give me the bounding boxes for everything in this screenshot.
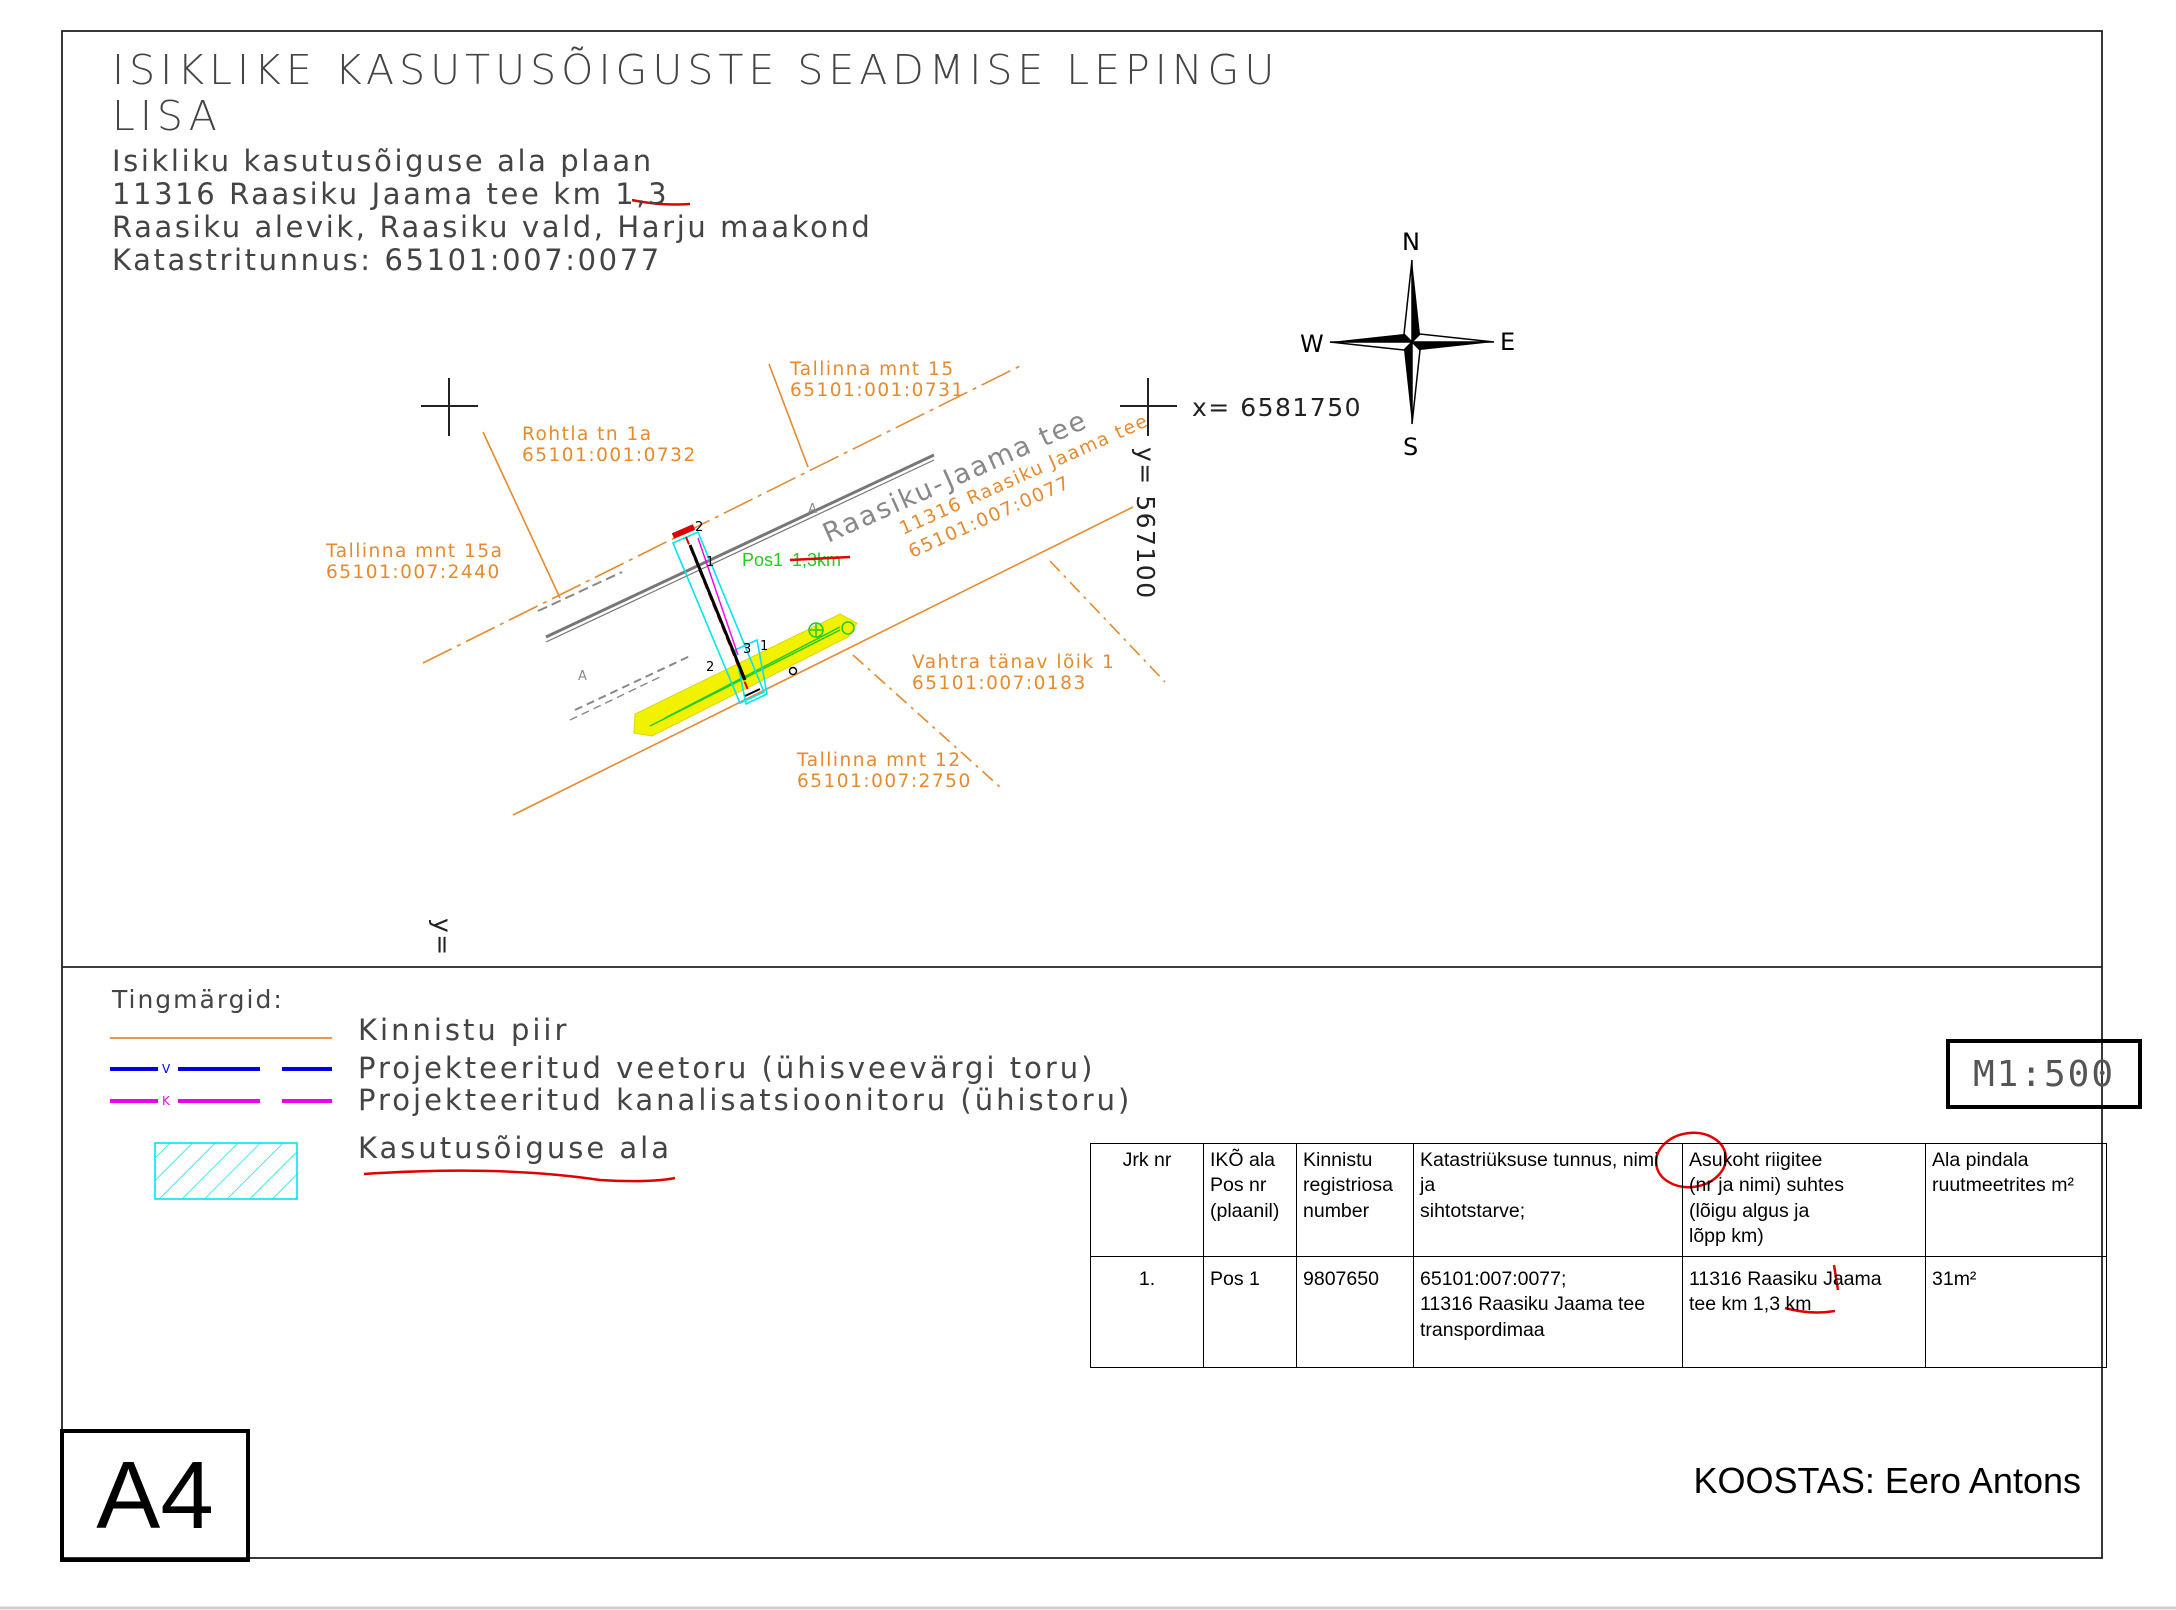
scale-box: M1:500 (1946, 1039, 2142, 1109)
point-label-1-bottom: 1 (760, 639, 768, 654)
svg-text:65101:007:2440: 65101:007:2440 (326, 562, 501, 583)
parcel-table: Jrk nr IKÕ ala Pos nr (plaanil) Kinnistu… (1090, 1143, 2107, 1368)
compass-rose-icon (1329, 259, 1495, 425)
parcel-label-rohtla: Rohtla tn 1a 65101:001:0732 (522, 424, 697, 466)
document-title-line2: LISA (112, 92, 222, 140)
legend-v-marker: V (162, 1062, 171, 1076)
survey-crosshair-right (1120, 378, 1177, 436)
table-header-cell: Jrk nr (1090, 1143, 1204, 1257)
legend-sewer-pipe-label: Projekteeritud kanalisatsioonitoru (ühis… (358, 1083, 1133, 1117)
table-header-cell: Kinnistu registriosa number (1296, 1143, 1414, 1257)
svg-text:Rohtla tn 1a: Rohtla tn 1a (522, 424, 653, 445)
property-boundaries (422, 363, 1166, 816)
document-subtitle: Isikliku kasutusõiguse ala plaan (112, 144, 654, 178)
legend-k-marker: K (162, 1094, 171, 1108)
svg-text:65101:007:2750: 65101:007:2750 (797, 771, 972, 792)
table-cell-area: 31m² (1925, 1256, 2107, 1368)
table-cell-registry: 9807650 (1296, 1256, 1414, 1368)
table-header-cell: Asukoht riigitee (nr ja nimi) suhtes (lõ… (1682, 1143, 1926, 1257)
compass-north-label: N (1402, 228, 1420, 256)
table-cell-location: 11316 Raasiku Jaama tee km 1,3 km (1682, 1256, 1926, 1368)
y-coordinate-label-bottom: y= (428, 918, 457, 957)
connection-lines (649, 621, 855, 727)
table-cell-cadastral: 65101:007:0077; 11316 Raasiku Jaama tee … (1413, 1256, 1683, 1368)
legend-usage-area-swatch (154, 1142, 298, 1200)
sheet-size-box: A4 (60, 1429, 250, 1562)
table-cell-pos: Pos 1 (1203, 1256, 1297, 1368)
location-text: Raasiku alevik, Raasiku vald, Harju maak… (112, 210, 873, 244)
title-block: ISIKLIKE KASUTUSÕIGUSTE SEADMISE LEPINGU… (112, 50, 1279, 275)
table-row: 1. Pos 1 9807650 65101:007:0077; 11316 R… (1090, 1256, 2107, 1368)
scale-label: M1:500 (1972, 1053, 2116, 1095)
parcel-label-tallinna-12: Tallinna mnt 12 65101:007:2750 (796, 750, 972, 792)
y-coordinate-label: y= 567100 (1131, 447, 1160, 600)
pos-km-label: 1,3km (792, 550, 841, 570)
author-label: KOOSTAS: Eero Antons (1693, 1460, 2081, 1501)
road-marker-a-2: A (808, 502, 817, 517)
sheet-frame (61, 30, 2103, 1559)
table-header-cell: Ala pindala ruutmeetrites m² (1925, 1143, 2107, 1257)
survey-point-marker (788, 666, 798, 676)
svg-text:Vahtra tänav lõik 1: Vahtra tänav lõik 1 (912, 652, 1115, 673)
legend-heading: Tingmärgid: (112, 985, 284, 1014)
strikethrough-annotation (789, 555, 851, 562)
parcel-label-tallinna-15: Tallinna mnt 15 65101:001:0731 (789, 359, 965, 401)
svg-text:Tallinna mnt 15: Tallinna mnt 15 (789, 359, 955, 380)
parcel-label-vahtra: Vahtra tänav lõik 1 65101:007:0183 (912, 652, 1115, 694)
svg-text:65101:007:0183: 65101:007:0183 (912, 673, 1087, 694)
table-header-row: Jrk nr IKÕ ala Pos nr (plaanil) Kinnistu… (1090, 1143, 2107, 1257)
road-marker-a: A (578, 669, 587, 684)
document-title-line1: ISIKLIKE KASUTUSÕIGUSTE SEADMISE LEPINGU (112, 46, 1280, 94)
compass-east-label: E (1500, 328, 1515, 356)
svg-text:Tallinna mnt 15a: Tallinna mnt 15a (325, 541, 503, 562)
svg-text:65101:001:0731: 65101:001:0731 (790, 380, 965, 401)
svg-text:65101:001:0732: 65101:001:0732 (522, 445, 697, 466)
svg-text:Tallinna mnt 12: Tallinna mnt 12 (796, 750, 962, 771)
sheet-size-label: A4 (96, 1441, 214, 1549)
legend-usage-area-label: Kasutusõiguse ala (358, 1131, 672, 1165)
legend-water-pipe-label: Projekteeritud veetoru (ühisveevärgi tor… (358, 1051, 1096, 1085)
survey-crosshair-left (421, 378, 478, 436)
point-label-2-top: 2 (695, 520, 703, 535)
point-label-1-top: 1 (706, 555, 714, 570)
x-coordinate-label: x= 6581750 (1192, 393, 1362, 422)
parcel-label-tallinna-15a: Tallinna mnt 15a 65101:007:2440 (325, 541, 503, 583)
cadastral-id-text: Katastritunnus: 65101:007:0077 (112, 243, 662, 277)
compass-south-label: S (1403, 433, 1418, 461)
table-header-cell: Katastriüksuse tunnus, nimi ja sihtotsta… (1413, 1143, 1683, 1257)
usage-right-strip (671, 524, 768, 706)
table-cell-jrk: 1. (1090, 1256, 1204, 1368)
point-label-3: 3 (743, 642, 751, 657)
road-reference: 11316 Raasiku Jaama tee km 1,3 (112, 177, 670, 211)
legend-boundary-label: Kinnistu piir (358, 1013, 570, 1047)
table-header-cell: IKÕ ala Pos nr (plaanil) (1203, 1143, 1297, 1257)
pos-label: Pos1 (742, 550, 783, 570)
point-label-2-bottom: 2 (706, 660, 714, 675)
compass-west-label: W (1300, 330, 1324, 358)
